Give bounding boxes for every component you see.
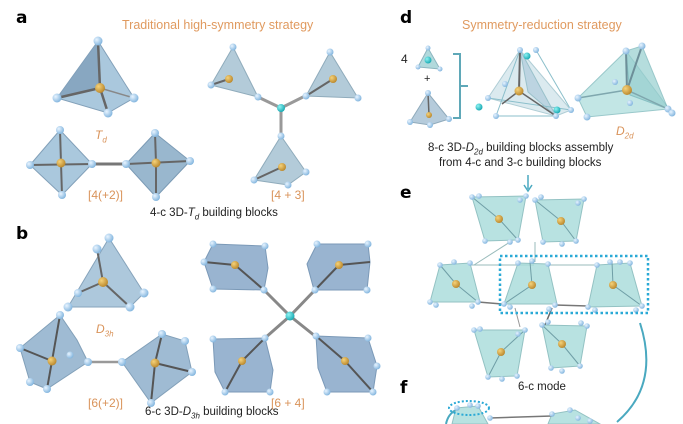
highlight-dotted-box (498, 254, 650, 315)
symmetry-main: D (616, 124, 625, 138)
panel-d-symmetry-label: D2d (616, 124, 634, 140)
caption-symmetry: T (187, 207, 195, 219)
panel-letter-b: b (16, 224, 29, 244)
panel-a-td-tetrahedron (52, 36, 139, 118)
panel-d-plus-sign: + (424, 73, 431, 85)
panel-d-4c-tetrahedron (407, 90, 452, 128)
caption-symmetry-sub: 3h (191, 411, 200, 421)
panel-d-caption-line1: 8-c 3D-D2d building blocks assembly (428, 142, 613, 156)
symmetry-sub: 3h (104, 329, 114, 339)
panel-a-title: Traditional high-symmetry strategy (122, 18, 314, 32)
panel-f-dotted-highlight (448, 400, 490, 416)
symmetry-sub: 2d (624, 131, 634, 141)
caption-suffix: building blocks (199, 207, 278, 219)
panel-letter-d: d (400, 8, 413, 28)
panel-b-6-plus-2-dimer (16, 311, 196, 407)
panel-f-partial-structure (445, 400, 602, 424)
caption-symmetry: D (465, 142, 475, 154)
symmetry-main: D (96, 322, 105, 336)
panel-b-symmetry-label: D3h (96, 322, 114, 338)
panel-b-6-plus-4-tetramer (200, 240, 381, 396)
panel-b-caption: 6-c 3D-D3h building blocks (145, 406, 279, 420)
caption-suffix: building blocks assembly (482, 142, 614, 154)
down-arrow (523, 175, 533, 193)
panel-d-bracket (453, 53, 468, 119)
panel-letter-a: a (16, 8, 28, 28)
panel-a-caption: 4-c 3D-Td building blocks (150, 207, 278, 221)
panel-a-label-4-plus-3: [4 + 3] (271, 188, 305, 202)
panel-e-caption: 6-c mode (518, 381, 566, 393)
panel-letter-f: f (400, 378, 408, 398)
panel-d-count: 4 (401, 52, 408, 66)
panel-d-caption-line2: from 4-c and 3-c building blocks (439, 157, 602, 169)
caption-suffix: building blocks (199, 406, 279, 418)
symmetry-main: T (95, 128, 103, 142)
panel-a-4-plus-2-dimer (26, 126, 194, 201)
symmetry-sub: d (102, 135, 107, 145)
curved-arrow-e-to-f (616, 322, 648, 423)
caption-prefix: 6-c 3D- (145, 406, 183, 418)
panel-d-assembly (475, 47, 574, 119)
panel-a-symmetry-label: Td (95, 128, 107, 144)
panel-b-d3h-unit (63, 233, 149, 312)
caption-symmetry-sub: 2d (474, 147, 483, 157)
caption-prefix: 4-c 3D- (150, 207, 188, 219)
panel-d-title: Symmetry-reduction strategy (462, 18, 622, 32)
caption-symmetry-sub: d (194, 212, 200, 222)
panel-d-small-3c-unit (415, 45, 443, 72)
caption-prefix: 8-c 3D- (428, 142, 466, 154)
panel-a-label-4-plus-2: [4(+2)] (88, 188, 124, 202)
panel-d-d2d-unit (574, 42, 676, 121)
caption-symmetry: D (182, 406, 192, 418)
panel-a-4-plus-3-trimer (207, 43, 362, 189)
panel-e-network (427, 193, 650, 382)
panel-letter-e: e (400, 183, 412, 203)
panel-b-label-6-plus-2: [6(+2)] (88, 396, 124, 410)
panel-b-label-6-plus-4: [6 + 4] (271, 396, 305, 410)
